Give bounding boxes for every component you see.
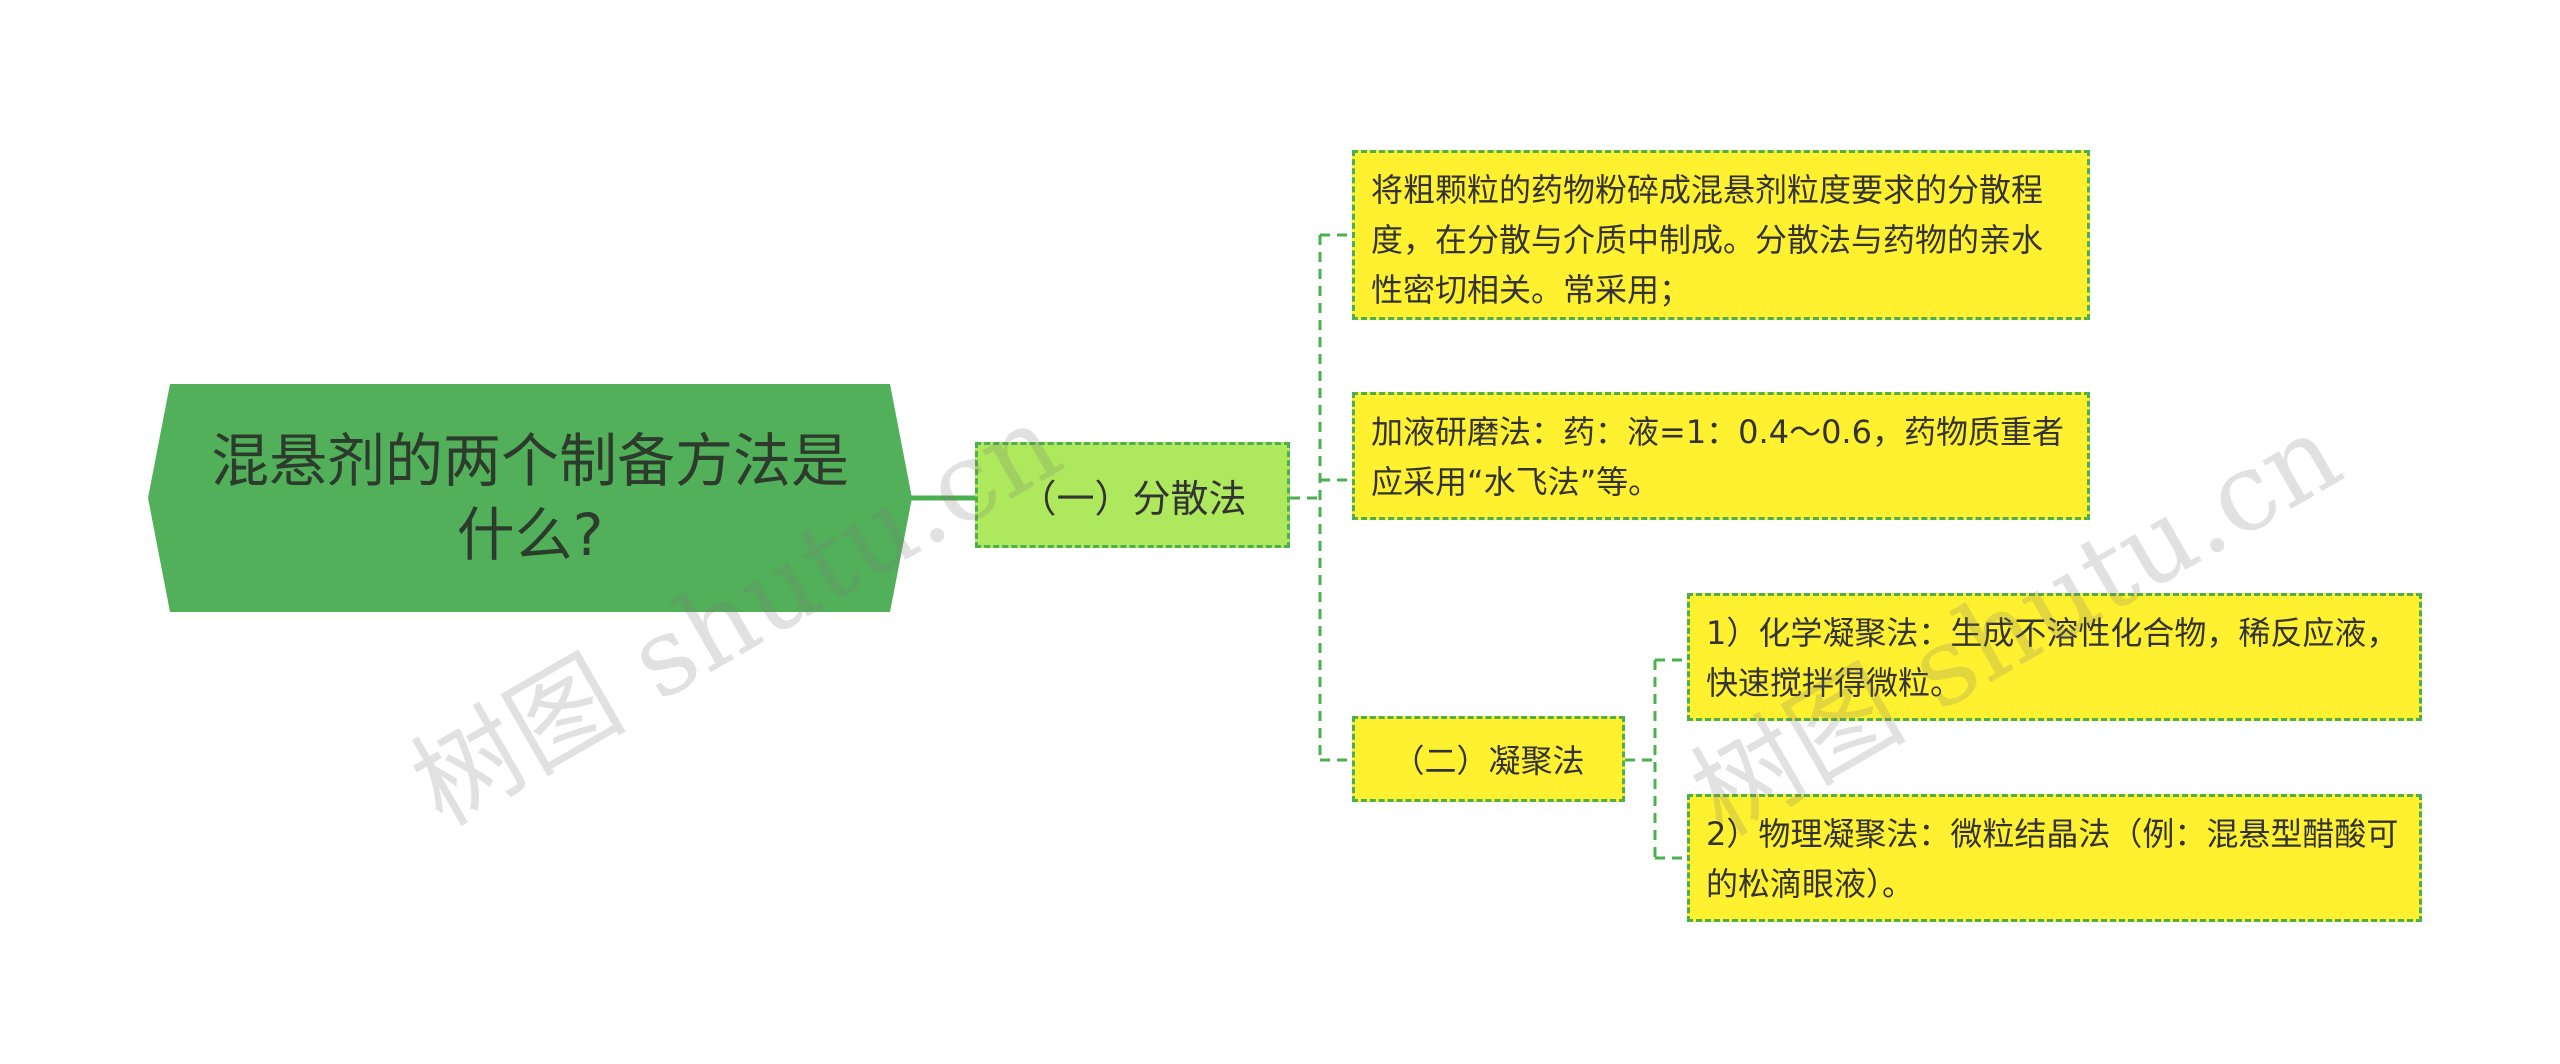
leaf-node-physical[interactable]: 2）物理凝聚法：微粒结晶法（例：混悬型醋酸可的松滴眼液）。	[1687, 794, 2422, 922]
branch-node-label: （二）凝聚法	[1392, 742, 1585, 780]
leaf-node-text: 加液研磨法：药：液=1：0.4～0.6，药物质重者应采用“水飞法”等。	[1371, 413, 2064, 501]
leaf-node-grinding[interactable]: 加液研磨法：药：液=1：0.4～0.6，药物质重者应采用“水飞法”等。	[1352, 392, 2090, 520]
root-node-shape	[148, 384, 912, 612]
leaf-node-text: 1）化学凝聚法：生成不溶性化合物，稀反应液，快速搅拌得微粒。	[1706, 614, 2399, 702]
leaf-node-text: 2）物理凝聚法：微粒结晶法（例：混悬型醋酸可的松滴眼液）。	[1706, 815, 2399, 903]
leaf-node-dispersion-desc[interactable]: 将粗颗粒的药物粉碎成混悬剂粒度要求的分散程度，在分散与介质中制成。分散法与药物的…	[1352, 150, 2090, 320]
leaf-node-text: 将粗颗粒的药物粉碎成混悬剂粒度要求的分散程度，在分散与介质中制成。分散法与药物的…	[1371, 171, 2044, 309]
branch-node-condensation[interactable]: （二）凝聚法	[1352, 716, 1625, 802]
branch-node-dispersion[interactable]: （一）分散法	[975, 442, 1290, 548]
leaf-node-chemical[interactable]: 1）化学凝聚法：生成不溶性化合物，稀反应液，快速搅拌得微粒。	[1687, 593, 2422, 721]
root-node[interactable]: 混悬剂的两个制备方法是什么?	[148, 384, 912, 612]
root-node-text: 混悬剂的两个制备方法是什么?	[210, 427, 849, 569]
branch-node-label: （一）分散法	[1018, 476, 1247, 521]
